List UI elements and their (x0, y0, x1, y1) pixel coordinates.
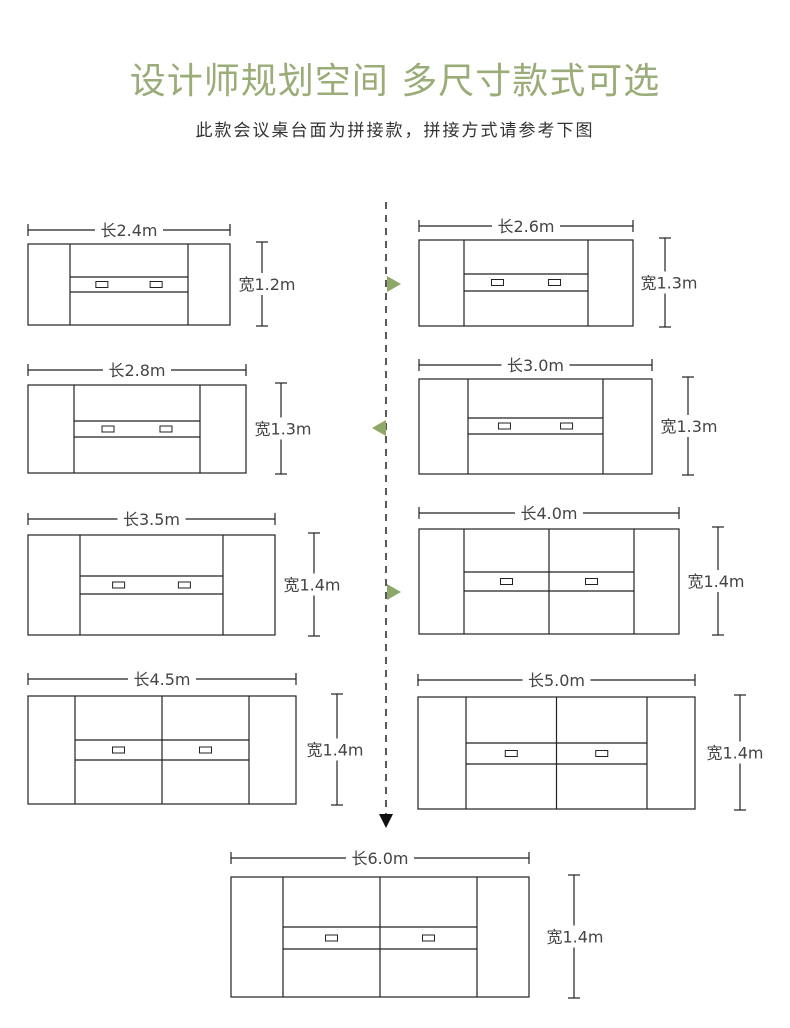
length-label-bg (103, 360, 171, 380)
power-outlet-icon (199, 746, 212, 754)
power-outlet-icon (595, 750, 609, 757)
length-label-bg (128, 669, 196, 689)
length-label: 长2.4m (100, 221, 157, 240)
length-label: 长5.0m (528, 671, 585, 690)
table-2: 长2.6m 宽1.3m (418, 216, 701, 328)
power-outlet-icon (490, 279, 504, 286)
length-label: 长2.6m (497, 217, 554, 236)
width-label-bg (280, 573, 344, 596)
table-5: 长3.5m 宽1.4m (27, 509, 344, 637)
page-subtitle: 此款会议桌台面为拼接款，拼接方式请参考下图 (195, 121, 595, 141)
width-label: 宽1.2m (238, 275, 295, 294)
width-label: 宽1.3m (254, 420, 311, 439)
length-label-bg (501, 355, 570, 375)
table-1: 长2.4m 宽1.2m (27, 220, 299, 327)
width-label-bg (684, 570, 748, 592)
length-label: 长3.5m (123, 510, 180, 529)
power-outlet-icon (422, 934, 435, 942)
length-label-bg (492, 216, 560, 236)
width-label: 宽1.3m (640, 274, 697, 293)
length-label-bg (522, 670, 591, 690)
power-outlet-icon (548, 279, 562, 286)
power-outlet-icon (585, 578, 598, 585)
flow-connector (372, 202, 401, 828)
width-label-bg (235, 273, 299, 295)
length-label-bg (95, 220, 163, 240)
length-label: 长6.0m (351, 849, 408, 868)
length-label-bg (117, 509, 186, 529)
length-label: 长4.0m (520, 504, 577, 523)
table-9: 长6.0m 宽1.4m (230, 848, 607, 999)
power-outlet-icon (497, 422, 511, 430)
length-label-bg (515, 503, 583, 523)
arrow-right-icon (387, 584, 401, 600)
width-label: 宽1.4m (706, 744, 763, 763)
table-outline (27, 384, 247, 474)
table-7: 长4.5m 宽1.4m (27, 669, 367, 806)
arrow-down-icon (379, 814, 393, 828)
table-4: 长3.0m 宽1.3m (418, 355, 721, 476)
length-label: 长3.0m (507, 356, 564, 375)
width-label-bg (303, 738, 367, 761)
width-label-bg (657, 415, 721, 437)
table-3: 长2.8m 宽1.3m (27, 360, 315, 475)
power-outlet-icon (149, 281, 163, 288)
power-outlet-icon (112, 746, 125, 754)
table-outline (27, 243, 231, 326)
width-label-bg (637, 271, 701, 294)
width-label-bg (251, 417, 315, 440)
power-outlet-icon (177, 581, 191, 589)
length-label: 长4.5m (133, 670, 190, 689)
table-6: 长4.0m 宽1.4m (418, 503, 748, 636)
width-label: 宽1.4m (687, 572, 744, 591)
power-outlet-icon (560, 422, 574, 430)
width-label-bg (703, 741, 767, 764)
arrow-left-icon (372, 420, 386, 436)
table-outline (27, 534, 276, 636)
power-outlet-icon (325, 934, 338, 942)
table-8: 长5.0m 宽1.4m (417, 670, 767, 811)
length-label-bg (346, 848, 414, 868)
length-label: 长2.8m (108, 361, 165, 380)
power-outlet-icon (159, 425, 173, 433)
width-label-bg (543, 925, 607, 948)
arrow-right-icon (387, 276, 401, 292)
power-outlet-icon (500, 578, 513, 585)
power-outlet-icon (112, 581, 126, 589)
table-outline (418, 239, 634, 327)
width-label: 宽1.4m (306, 741, 363, 760)
width-label: 宽1.3m (660, 417, 717, 436)
page-title: 设计师规划空间 多尺寸款式可选 (129, 61, 661, 102)
power-outlet-icon (101, 425, 115, 433)
table-outline (418, 378, 653, 475)
power-outlet-icon (504, 750, 518, 757)
width-label: 宽1.4m (283, 576, 340, 595)
power-outlet-icon (95, 281, 109, 288)
width-label: 宽1.4m (546, 928, 603, 947)
